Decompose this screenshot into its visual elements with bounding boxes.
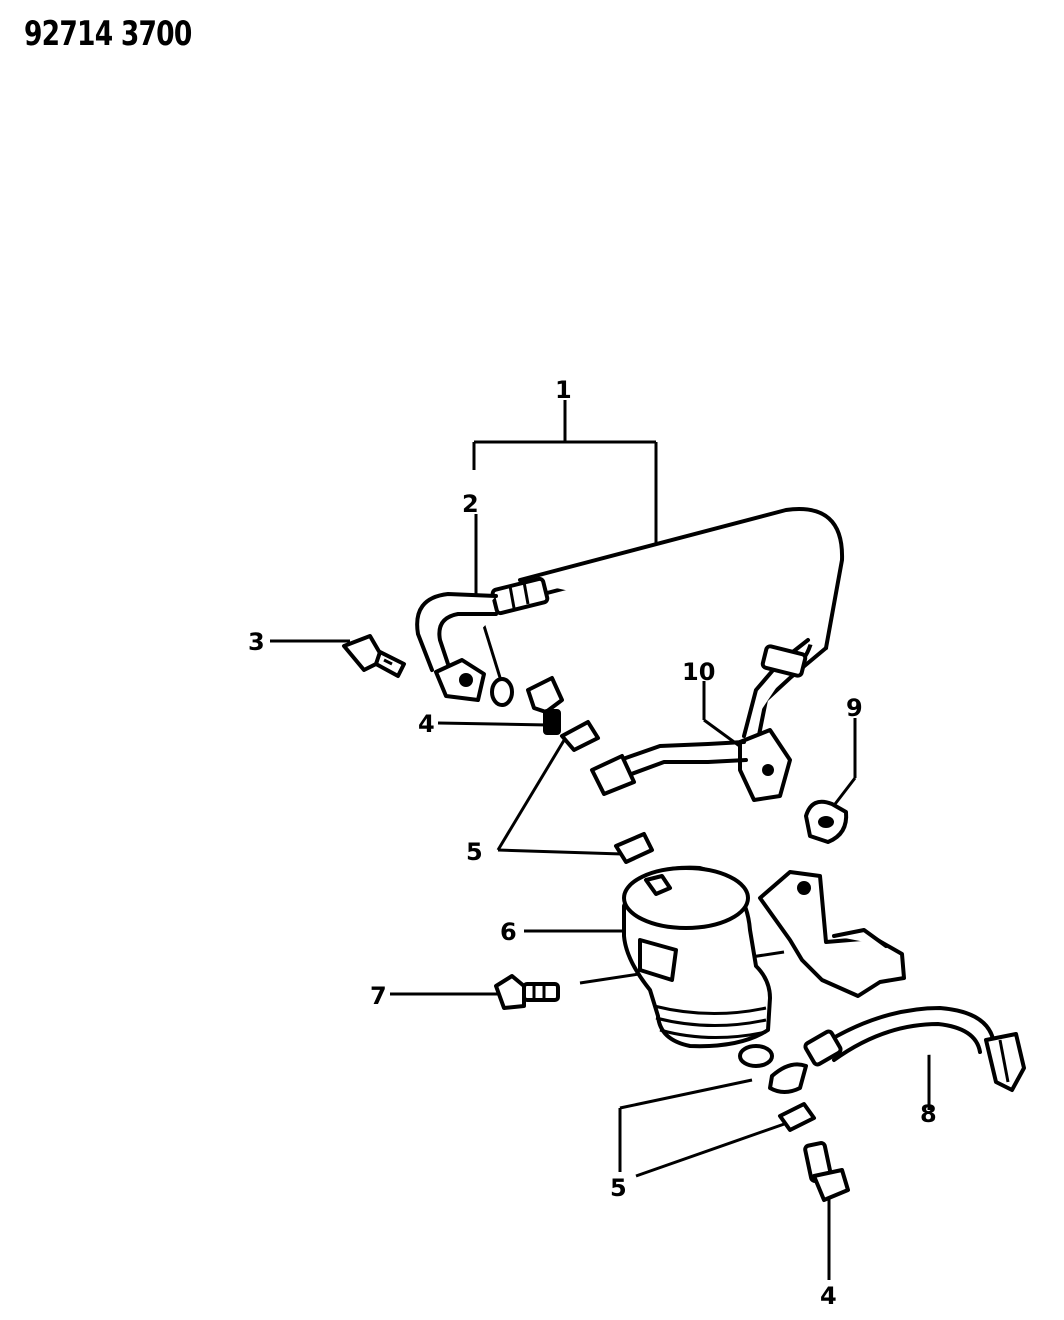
callout-9: 9 <box>846 694 863 722</box>
callout-10: 10 <box>682 658 715 686</box>
clip-part-lower <box>778 1102 816 1132</box>
callout-4-lower: 4 <box>820 1282 837 1310</box>
mount-bolt-part <box>494 974 560 1010</box>
pump-body-part <box>622 865 906 1068</box>
union-bolt-part <box>342 634 406 678</box>
pressure-hose-assembly <box>415 507 845 802</box>
callout-2: 2 <box>462 490 479 518</box>
callout-5-upper: 5 <box>466 838 483 866</box>
callout-3: 3 <box>248 628 265 656</box>
callout-4-upper: 4 <box>418 710 435 738</box>
leader-lines <box>270 400 931 1280</box>
callout-6: 6 <box>500 918 517 946</box>
callout-1: 1 <box>555 376 572 404</box>
nut-part <box>804 799 849 844</box>
callout-5-lower: 5 <box>610 1174 627 1202</box>
suction-hose-part <box>768 1006 1026 1094</box>
clip-parts-upper <box>560 720 654 864</box>
gasket-ring-part <box>490 677 514 707</box>
bolt-part-upper <box>526 676 564 735</box>
bolt-part-lower <box>803 1141 850 1202</box>
return-hose-part <box>590 740 748 796</box>
diagram-code: 92714 3700 <box>24 14 192 54</box>
callout-7: 7 <box>370 982 387 1010</box>
callout-8: 8 <box>920 1100 937 1128</box>
